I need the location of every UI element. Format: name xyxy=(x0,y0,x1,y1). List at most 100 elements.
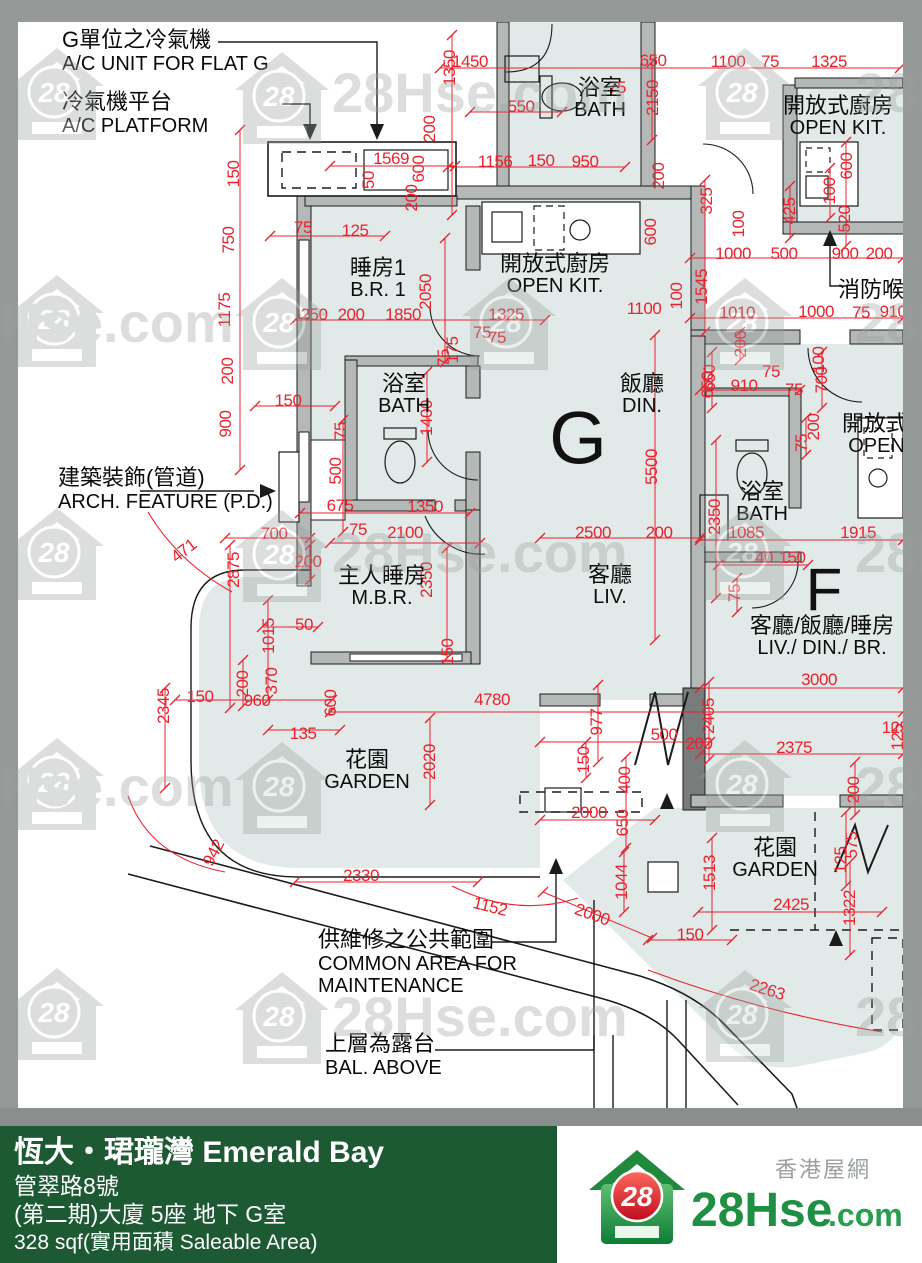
dimension-label: 200 xyxy=(337,305,365,324)
plan-labels: G單位之冷氣機 A/C UNIT FOR FLAT G 冷氣機平台 A/C PL… xyxy=(58,27,922,1079)
house-icon: 28 xyxy=(589,1150,685,1244)
dimension-label: 520 xyxy=(835,205,854,233)
dimension-label: 400 xyxy=(615,766,634,794)
dimension-label: 150 xyxy=(574,746,593,774)
dimension-label: 50 xyxy=(295,615,313,634)
dimension-label: 1915 xyxy=(840,523,876,542)
dimension-label: 200 xyxy=(402,184,421,212)
dimension-label: 100 xyxy=(729,210,748,238)
dimension-label: 125 xyxy=(341,221,369,240)
dimension-label: 750 xyxy=(219,226,238,254)
dimension-label: 1450 xyxy=(452,52,488,71)
dimension-label: 100 xyxy=(809,346,828,374)
dimension-label: 1100 xyxy=(626,299,662,318)
dimension-label: 325 xyxy=(697,187,716,215)
common-area-zh: 供維修之公共範圍 xyxy=(318,927,495,952)
28hse-logo-icon: 28 28Hse .com xyxy=(589,1150,903,1244)
dimension-label: 75 xyxy=(785,380,803,399)
bal-above-callout: 上層為露台 BAL. ABOVE xyxy=(325,1031,442,1079)
ac-platform-callout: 冷氣機平台 A/C PLATFORM xyxy=(62,89,208,137)
boundary-lines xyxy=(127,569,798,1109)
dimension-label: 2263 xyxy=(747,974,788,1005)
dimension-label: 500 xyxy=(326,457,345,485)
dimension-label: 550 xyxy=(507,97,535,116)
dimension-label: 150 xyxy=(224,160,243,188)
dimension-label: 2375 xyxy=(776,738,812,757)
dimension-label: 200 xyxy=(294,552,322,571)
arch-feature-zh: 建築裝飾(管道) xyxy=(58,465,205,490)
ac-platform-zh: 冷氣機平台 xyxy=(62,89,173,114)
arch-feature-en: ARCH. FEATURE (P.D.) xyxy=(58,490,273,513)
brand-name-suffix: .com xyxy=(828,1197,903,1233)
dimension-label: 1350 xyxy=(407,497,443,516)
dimension-label: 150 xyxy=(778,548,806,567)
dashed-lines xyxy=(519,791,904,1031)
dimension-label: 500 xyxy=(770,244,798,263)
dimension-label: 950 xyxy=(571,152,599,171)
dimension-label: 1000 xyxy=(715,244,751,263)
dimension-label: 1000 xyxy=(798,302,834,321)
unit-letter-G: G xyxy=(549,396,607,480)
dimension-label: 175 xyxy=(443,336,462,364)
ac-unit-zh: G單位之冷氣機 xyxy=(62,27,212,52)
dimension-label: 75 xyxy=(762,362,780,381)
dimension-label: 500 xyxy=(650,725,678,744)
dimension-label: 2405 xyxy=(699,698,718,734)
estate-address: 管翠路8號 xyxy=(14,1172,119,1199)
footer: 恆大・珺瓏灣 Emerald Bay 管翠路8號 (第二期)大廈 5座 地下 G… xyxy=(0,1126,922,1263)
dimension-label: 575 xyxy=(842,831,861,859)
dimension-label: 1325 xyxy=(811,52,847,71)
dimension-label: 600 xyxy=(321,689,340,717)
fixtures xyxy=(298,55,904,893)
dimension-label: 650 xyxy=(700,364,719,392)
common-area-callout: 供維修之公共範圍 COMMON AREA FOR MAINTENANCE xyxy=(318,927,517,998)
dimension-label: 2150 xyxy=(643,80,662,116)
dimension-label: 675 xyxy=(326,496,354,515)
dimension-label: 1015 xyxy=(259,618,278,654)
dimension-label: 150 xyxy=(438,638,457,666)
dimension-label: 1545 xyxy=(692,269,711,305)
ac-unit-en: A/C UNIT FOR FLAT G xyxy=(62,52,269,75)
dimension-label: 2345 xyxy=(154,688,173,724)
frame-bottom xyxy=(0,1108,922,1126)
dimension-label: 125 xyxy=(881,718,909,737)
dimension-label: 1569 xyxy=(373,149,409,168)
dimension-label: 600 xyxy=(409,155,428,183)
dimension-label: 2000 xyxy=(571,803,607,822)
dimension-label: 1850 xyxy=(385,305,421,324)
logo-badge-28: 28 xyxy=(620,1181,653,1212)
dimension-label: 75 xyxy=(488,328,506,347)
dimension-label: 75 xyxy=(725,584,744,602)
brand-logo: 香港屋網 xyxy=(557,1126,922,1263)
dimension-label: 425 xyxy=(780,197,799,225)
dimension-label: 650 xyxy=(613,809,632,837)
bal-above-zh: 上層為露台 xyxy=(325,1031,436,1056)
dimension-label: 135 xyxy=(289,724,317,743)
brand-tagline: 香港屋網 xyxy=(775,1157,872,1182)
dimension-label: 250 xyxy=(300,305,328,324)
dimension-label: 200 xyxy=(218,357,237,385)
dimension-label: 2020 xyxy=(420,744,439,780)
dimension-label: 1044 xyxy=(612,864,631,900)
dimension-label: 200 xyxy=(649,162,668,190)
common-area-en1: COMMON AREA FOR xyxy=(318,952,517,975)
dimension-label: 200 xyxy=(731,330,750,358)
estate-title: 恆大・珺瓏灣 Emerald Bay xyxy=(14,1136,385,1169)
dimension-label: 1156 xyxy=(477,152,513,171)
dimension-label: 200 xyxy=(645,523,673,542)
dimension-label: 200 xyxy=(420,115,439,143)
estate-unit: (第二期)大廈 5座 地下 G室 xyxy=(14,1201,287,1228)
dimension-label: 2330 xyxy=(343,866,379,885)
dimension-label: 200 xyxy=(865,244,893,263)
dimension-label: 1010 xyxy=(719,303,755,322)
common-area-en2: MAINTENANCE xyxy=(318,975,464,998)
